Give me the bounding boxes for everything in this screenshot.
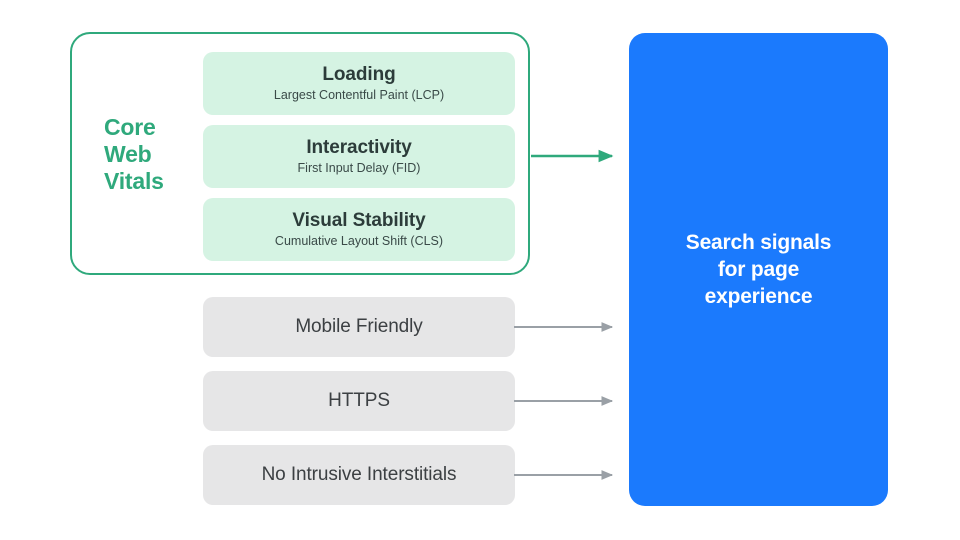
vital-card-visual-stability[interactable]: Visual Stability Cumulative Layout Shift…: [203, 198, 515, 261]
signal-card-https[interactable]: HTTPS: [203, 371, 515, 431]
signal-card-no-intrusive-interstitials[interactable]: No Intrusive Interstitials: [203, 445, 515, 505]
core-web-vitals-container: [70, 32, 530, 275]
vital-card-interactivity[interactable]: Interactivity First Input Delay (FID): [203, 125, 515, 188]
vital-title: Visual Stability: [292, 210, 426, 231]
core-web-vitals-label: Core Web Vitals: [104, 114, 164, 194]
vital-subtitle: Largest Contentful Paint (LCP): [273, 88, 445, 102]
vital-subtitle: First Input Delay (FID): [297, 161, 421, 175]
signal-label: HTTPS: [328, 390, 390, 411]
vital-subtitle: Cumulative Layout Shift (CLS): [274, 234, 444, 248]
search-signals-box[interactable]: Search signals for page experience: [629, 33, 888, 506]
signal-label: Mobile Friendly: [295, 316, 423, 337]
vital-card-loading[interactable]: Loading Largest Contentful Paint (LCP): [203, 52, 515, 115]
vital-title: Loading: [322, 64, 396, 85]
signal-card-mobile-friendly[interactable]: Mobile Friendly: [203, 297, 515, 357]
vital-title: Interactivity: [306, 137, 412, 158]
signal-label: No Intrusive Interstitials: [261, 464, 457, 485]
search-signals-label: Search signals for page experience: [685, 231, 832, 308]
